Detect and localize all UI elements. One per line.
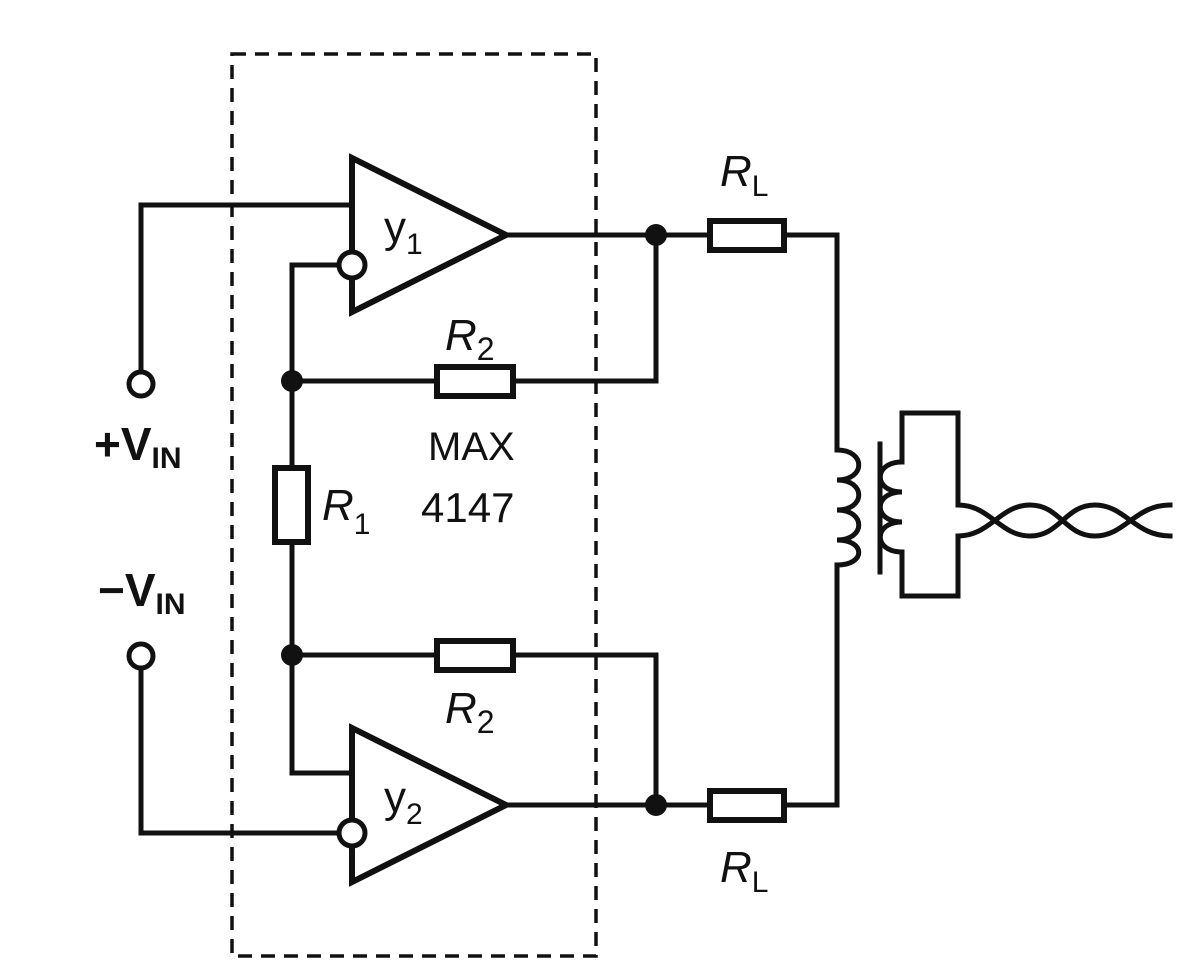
lower-output-wire	[503, 562, 840, 808]
resistor-r1	[272, 465, 311, 545]
amplifier-y1-inverting-input	[336, 249, 368, 281]
transformer-secondary-wire	[899, 410, 961, 599]
transformer-secondary-coil	[877, 459, 905, 555]
resistor-rl-upper	[707, 218, 787, 253]
transformer-primary-coil	[834, 447, 862, 568]
negative-input-terminal[interactable]	[126, 641, 156, 671]
resistor-rl-lower	[707, 788, 787, 823]
amplifier-y1	[349, 153, 513, 317]
positive-input-wire	[138, 202, 355, 375]
upper-r2-wire	[289, 232, 659, 384]
negative-input-label: −VIN	[98, 564, 186, 621]
resistor-r2-upper-label: R2	[445, 311, 495, 367]
upper-output-wire	[503, 232, 840, 453]
amplifier-y2	[349, 723, 513, 887]
amplifier-y2-inverting-input	[336, 817, 368, 849]
junction-upper-right	[645, 224, 667, 246]
chip-boundary	[230, 52, 598, 958]
resistor-r1-label: R1	[322, 481, 370, 541]
resistor-rl-lower-label: RL	[720, 843, 768, 899]
chip-name-line2: 4147	[421, 484, 514, 531]
junction-lower-right	[645, 794, 667, 816]
resistor-rl-upper-label: RL	[720, 147, 768, 203]
amplifier-y1-label: y1	[384, 203, 423, 261]
lower-feedback-wire	[289, 539, 355, 776]
junction-lower-left	[281, 644, 303, 666]
positive-input-terminal[interactable]	[126, 369, 156, 399]
junction-upper-left	[281, 370, 303, 392]
resistor-r2-lower-label: R2	[445, 684, 495, 740]
negative-input-wire	[138, 665, 342, 836]
upper-feedback-wire	[289, 262, 342, 471]
amplifier-y2-label: y2	[384, 773, 423, 831]
lower-r2-wire	[289, 652, 659, 808]
twisted-pair-line-2	[955, 502, 1173, 539]
resistor-r2-upper	[434, 364, 516, 399]
resistor-r2-lower	[434, 638, 516, 673]
positive-input-label: +VIN	[94, 418, 182, 475]
chip-name-line1: MAX	[428, 425, 515, 469]
